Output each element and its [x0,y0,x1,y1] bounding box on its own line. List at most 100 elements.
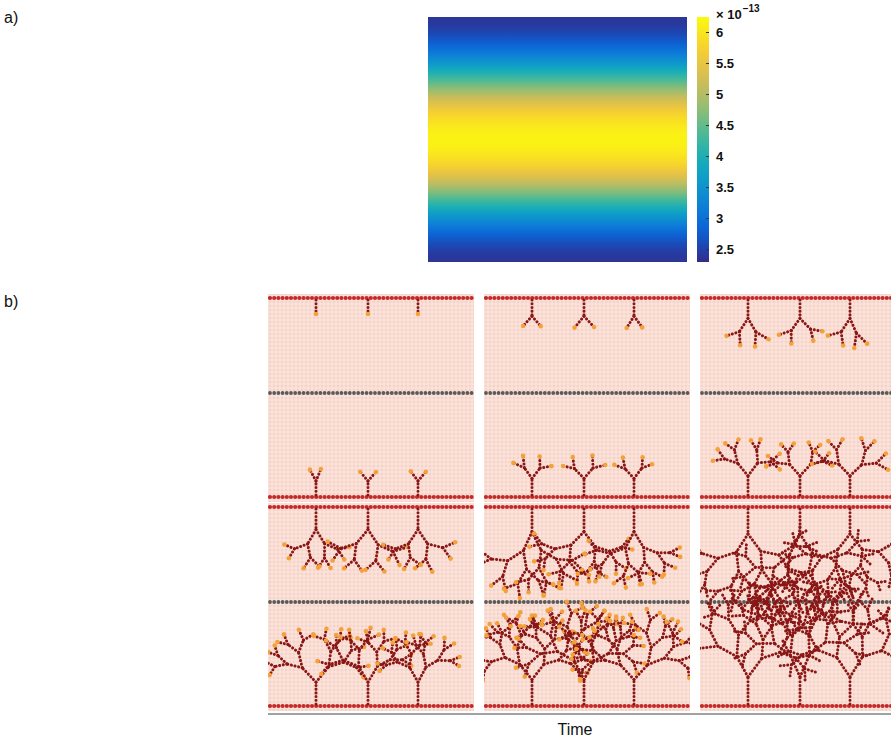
vessel-cell [792,505,796,509]
barrier-cell [335,391,339,395]
barrier-cell [272,391,276,395]
sprout [567,613,571,626]
barrier-cell [856,391,860,395]
sprout [836,550,838,568]
vessel-cell [461,495,465,499]
barrier-cell [614,600,618,604]
tip-cell [484,626,488,631]
lattice [268,503,474,711]
tip-cell [648,571,653,576]
tip-cell [595,604,600,609]
sprout [663,626,666,638]
vessel-cell [526,296,530,300]
tip-cell [826,333,831,338]
vessel-cell [784,704,788,708]
vessel-cell [576,296,580,300]
barrier-cell [390,391,394,395]
vessel-cell [872,495,876,499]
sprout [318,558,324,568]
sprout [774,575,787,585]
sprout [617,637,621,649]
sprout [538,628,551,636]
vessel-cell [572,505,576,509]
tip-cell [413,566,418,571]
vessel-cell [673,505,677,509]
barrier-cell [881,391,885,395]
sprout [718,646,737,656]
vessel-cell [377,505,381,509]
vessel-cell [885,505,889,509]
barrier-cell [763,391,767,395]
vessel-cell [398,505,402,509]
barrier-cell [577,391,581,395]
sprout [761,551,779,555]
vessel-cell [492,296,496,300]
vessel-cell [356,704,360,708]
barrier-cell [386,600,390,604]
vessel-cell [729,505,733,509]
vessel-cell [555,505,559,509]
vessel-cell [568,495,572,499]
sprout [294,544,307,549]
sprout [800,318,811,329]
barrier-cell [661,600,665,604]
sprout [418,530,428,544]
vessel-cell [289,296,293,300]
barrier-cell [306,391,310,395]
sprout [531,478,534,495]
vessel-cell [551,495,555,499]
vessel-cell [784,296,788,300]
vessel-cell [830,296,834,300]
barrier-cell [551,391,555,395]
barrier-cell [614,391,618,395]
vessel-cell [407,296,411,300]
sprout [623,564,628,576]
vessel-cell [356,505,360,509]
vessel-cell [318,704,322,708]
vessel-cell [488,495,492,499]
sprout [700,621,710,629]
vessel-cell [860,704,864,708]
barrier-cell [635,600,639,604]
barrier-cell [593,391,597,395]
sprout [737,635,739,657]
barrier-cell [461,600,465,604]
sprout [806,554,822,558]
tip-cell [453,540,458,545]
vessel-cell [457,505,461,509]
vessel-cell [776,495,780,499]
vessel-cell [509,296,513,300]
vessel-cell [453,704,457,708]
vessel-cell [721,296,725,300]
barrier-cell [682,391,686,395]
sprout [701,553,718,558]
vessel-cell [721,704,725,708]
sprout [559,660,571,664]
vessel-cell [513,505,517,509]
vessel-cell [339,505,343,509]
sprout [736,591,742,601]
sprout [410,654,412,668]
sprout [608,640,617,649]
tip-cell [680,639,685,644]
sprout [814,580,827,584]
barrier-cell [776,391,780,395]
tip-cell [676,619,681,624]
vessel-cell [864,296,868,300]
tip-cell [670,617,675,622]
barrier-cell [415,391,419,395]
barrier-cell [648,391,652,395]
vessel-cell [652,704,656,708]
vessel-cell [373,296,377,300]
vessel-cell [860,505,864,509]
barrier-cell [713,600,717,604]
sprout [706,589,718,593]
vessel-cell [572,495,576,499]
vessel-cell [669,704,673,708]
barrier-cell [501,391,505,395]
barrier-cell [535,600,539,604]
sprout [591,660,605,662]
vessel-cell [543,296,547,300]
sprout [531,680,534,704]
vessel-cell [470,505,474,509]
